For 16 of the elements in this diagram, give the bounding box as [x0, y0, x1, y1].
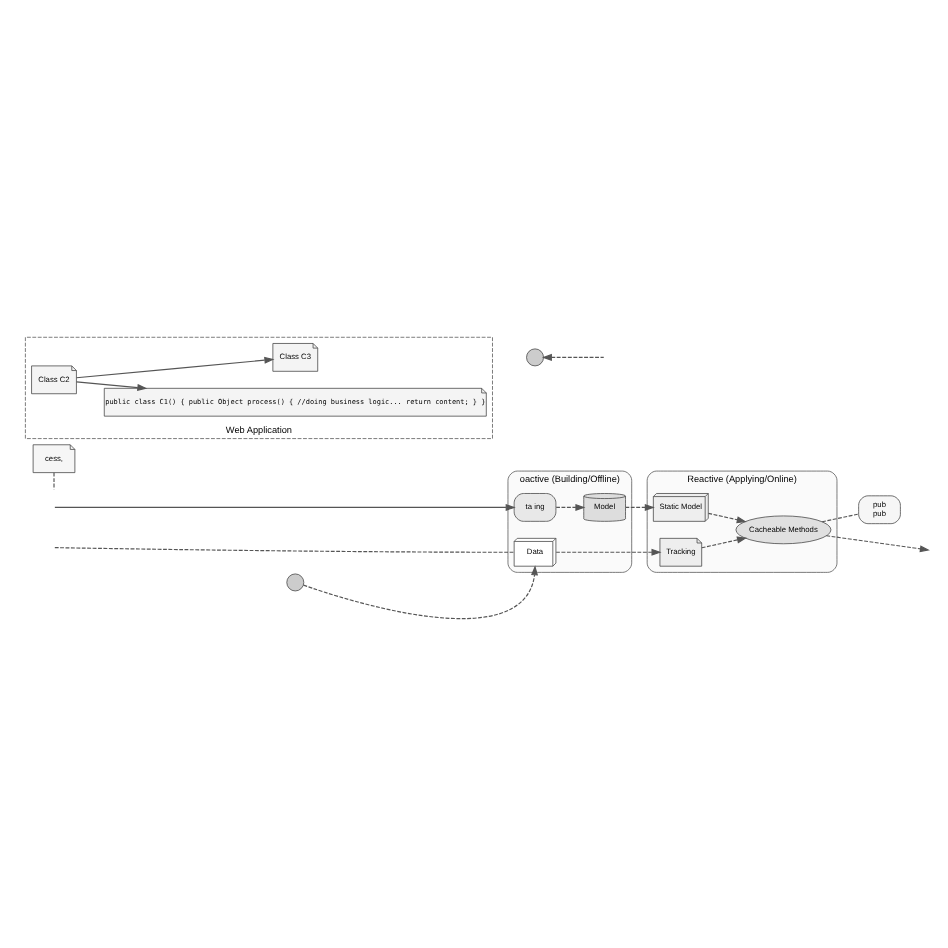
arrow	[825, 534, 930, 552]
connector	[53, 471, 55, 489]
node-circle	[286, 572, 305, 591]
arrow	[625, 502, 655, 510]
arrow	[555, 547, 662, 555]
node-circle	[526, 347, 544, 366]
connector	[821, 512, 860, 522]
arrow	[54, 502, 516, 510]
arrow	[555, 502, 586, 510]
arrow	[75, 380, 148, 391]
arrow	[541, 352, 605, 360]
arrow	[707, 511, 747, 523]
arrow	[302, 564, 539, 619]
connector	[54, 546, 514, 552]
arrow	[701, 535, 748, 548]
arrow	[75, 355, 275, 378]
